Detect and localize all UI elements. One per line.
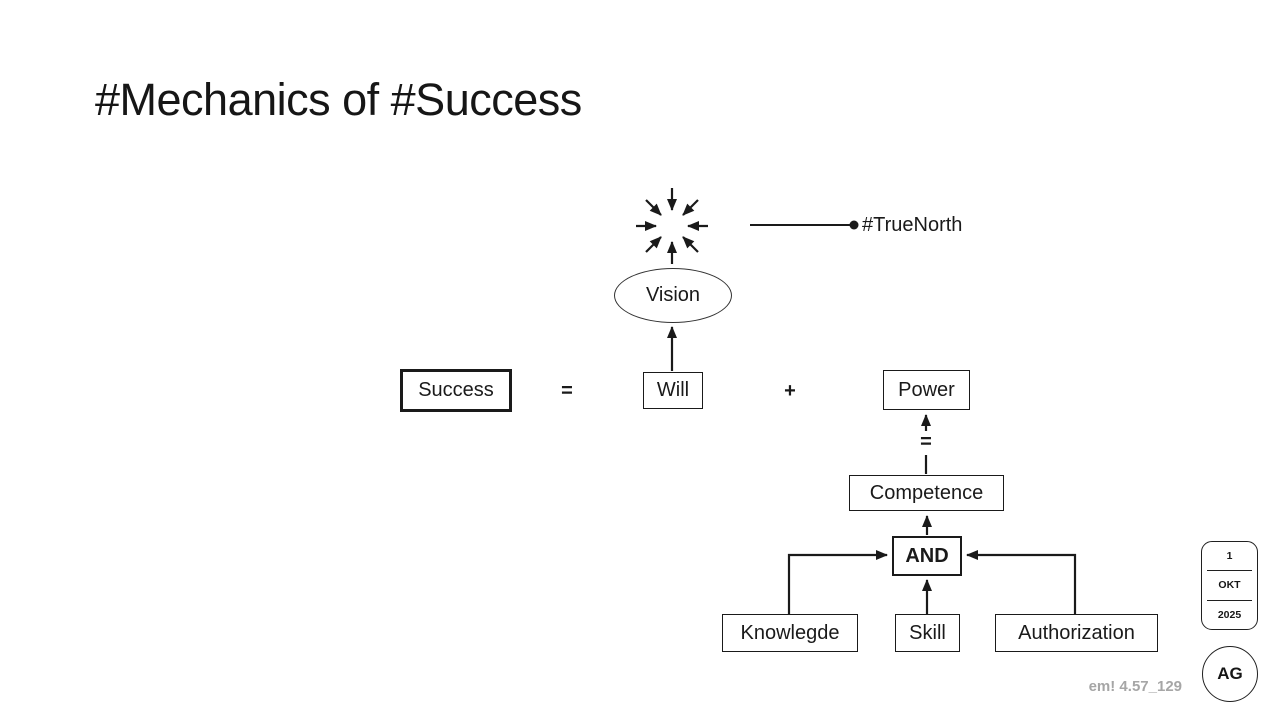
knowlegde-to-and-arrow <box>787 550 888 614</box>
knowlegde-label: Knowlegde <box>740 621 840 644</box>
date-year: 2025 <box>1217 608 1242 621</box>
vision-node: Vision <box>614 268 732 323</box>
slide-title: #Mechanics of #Success <box>95 74 582 125</box>
knowlegde-node: Knowlegde <box>722 614 858 652</box>
power-equals-operator: = <box>920 431 932 453</box>
leader-dot <box>849 220 859 230</box>
date-day: 1 <box>1207 542 1252 572</box>
footer-note: em! 4.57_129 <box>1088 678 1182 695</box>
date-badge: 1 OKT 2025 <box>1201 541 1258 630</box>
success-label: Success <box>418 379 494 401</box>
date-month: OKT <box>1207 571 1252 601</box>
authorization-to-and-arrow <box>966 550 1077 614</box>
and-gate-node: AND <box>892 536 962 576</box>
skill-node: Skill <box>895 614 960 652</box>
power-node: Power <box>883 370 970 410</box>
will-label: Will <box>656 379 690 401</box>
competence-node: Competence <box>849 475 1004 511</box>
skill-label: Skill <box>909 621 946 644</box>
equals-operator: = <box>561 380 573 402</box>
power-label: Power <box>898 378 955 401</box>
and-gate-label: AND <box>905 544 949 567</box>
will-node: Will <box>643 372 703 409</box>
vision-label: Vision <box>645 284 701 306</box>
true-north-leader-line <box>750 220 859 230</box>
initials-label: AG <box>1217 664 1243 683</box>
authorization-node: Authorization <box>995 614 1158 652</box>
initials-badge: AG <box>1202 646 1258 702</box>
competence-label: Competence <box>869 481 984 504</box>
success-node: Success <box>400 369 512 412</box>
authorization-label: Authorization <box>1018 621 1135 644</box>
plus-operator: + <box>784 380 796 402</box>
true-north-label: #TrueNorth <box>862 214 963 236</box>
converge-arrows-icon <box>636 188 708 264</box>
